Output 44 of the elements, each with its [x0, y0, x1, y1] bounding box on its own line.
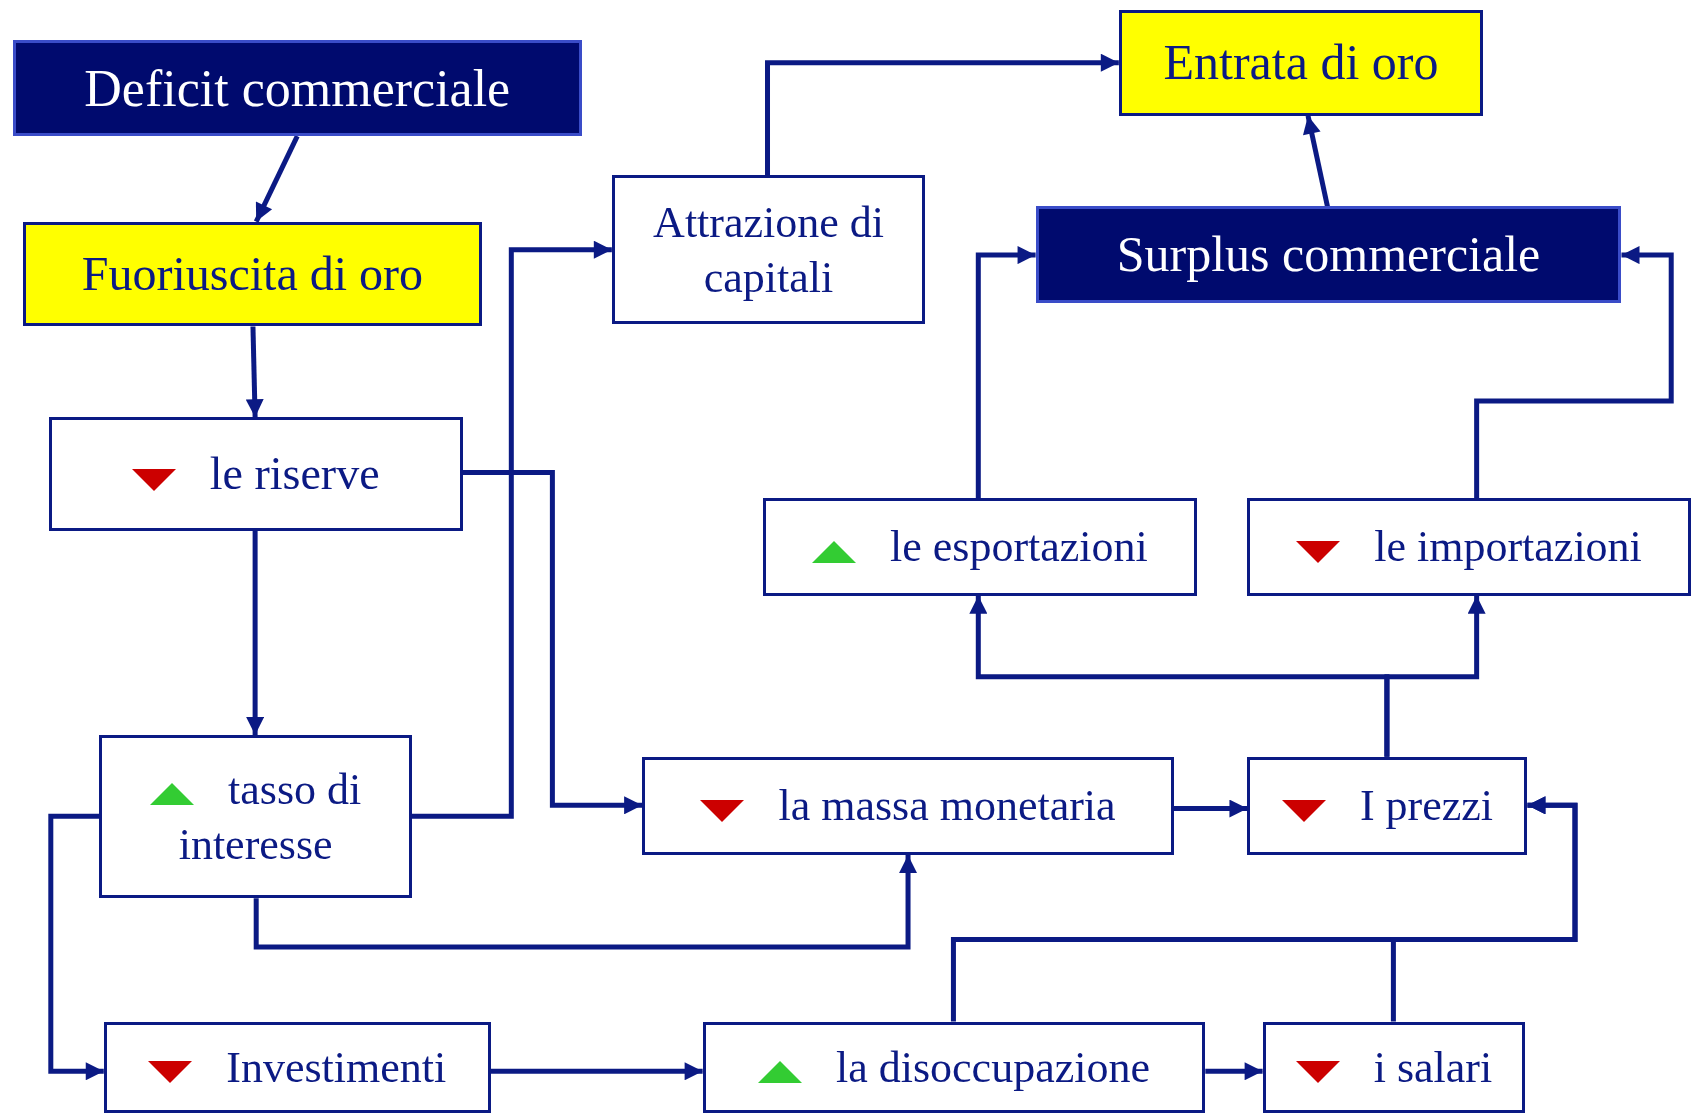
arrow: [253, 135, 300, 223]
process-box: [1262, 1021, 1526, 1114]
process-box: [1118, 9, 1484, 116]
node-label: i salari: [1373, 1042, 1493, 1092]
node-label: Surplus commerciale: [1116, 226, 1541, 283]
node-label: la disoccupazione: [835, 1042, 1150, 1092]
node-label: Investimenti: [226, 1042, 447, 1092]
node-label: Attrazione di capitali: [653, 197, 885, 302]
arrow: [462, 469, 643, 815]
process-box: [103, 1021, 491, 1114]
arrow: [975, 246, 1036, 499]
arrow: [253, 855, 918, 950]
node-label: le riserve: [209, 448, 380, 500]
node-label: Deficit commerciale: [84, 59, 511, 117]
arrow: [1390, 796, 1578, 1022]
arrow: [1474, 246, 1674, 499]
process-box: [1247, 498, 1691, 596]
process-box: [611, 175, 926, 325]
node-label: la massa monetaria: [778, 781, 1116, 831]
arrow: [490, 1062, 703, 1081]
process-box: [99, 735, 412, 899]
arrow: [765, 53, 1119, 176]
process-box: [642, 756, 1174, 856]
arrow: [1173, 799, 1248, 818]
arrow: [411, 240, 612, 819]
heading-box: [12, 40, 582, 137]
node-label: Fuoriuscita di oro: [81, 247, 424, 300]
node-label: Entrata di oro: [1163, 34, 1439, 91]
node-label: le importazioni: [1374, 522, 1642, 572]
process-box: [1247, 756, 1528, 856]
arrow: [48, 813, 104, 1081]
process-box: [48, 417, 463, 531]
process-box: [22, 221, 483, 327]
heading-box: [1035, 206, 1622, 303]
arrow: [1205, 1062, 1263, 1081]
node-label: tasso di interesse: [178, 764, 362, 869]
arrow: [1303, 115, 1330, 207]
node-label: I prezzi: [1359, 781, 1493, 831]
node-label: le esportazioni: [890, 522, 1148, 572]
arrow: [1384, 595, 1486, 757]
process-box: [702, 1021, 1206, 1114]
arrow: [246, 530, 265, 736]
arrow: [245, 326, 264, 418]
process-box: [763, 498, 1197, 596]
